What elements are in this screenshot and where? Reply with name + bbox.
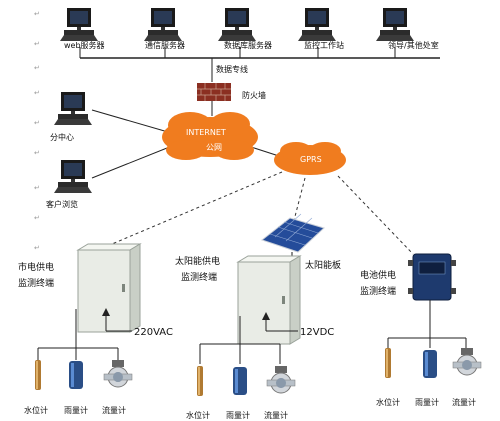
monitor-workstation: 监控工作站: [298, 8, 344, 50]
solar-rain-gauge-label: 雨量计: [226, 410, 250, 420]
firewall-icon: [197, 83, 231, 101]
battery-station-line1: 电池供电: [360, 269, 396, 281]
svg-text:↵: ↵: [34, 119, 40, 127]
flow-meter-icon: [266, 365, 296, 394]
data-bus-label: 数据专线: [216, 64, 248, 74]
server-drops: [79, 47, 396, 82]
svg-text:↵: ↵: [34, 184, 40, 192]
solar-water-level-label: 水位计: [186, 410, 210, 420]
internet-sub-label: 公网: [206, 143, 222, 152]
solar-station-line1: 太阳能供电: [175, 255, 220, 267]
computer-icon: [54, 160, 92, 193]
svg-text:↵: ↵: [34, 244, 40, 252]
db-server: 数据库服务器: [218, 8, 272, 50]
branch-center-label: 分中心: [50, 132, 74, 142]
internet-label: INTERNET: [186, 128, 226, 137]
battery-flow-meter-label: 流量计: [452, 397, 476, 407]
solar-sensor-links: [199, 316, 281, 364]
firewall-label: 防火墙: [242, 90, 266, 100]
rain-gauge-icon: [423, 350, 437, 378]
mains-station-line1: 市电供电: [18, 261, 54, 273]
computer-icon: [218, 8, 256, 41]
solar-voltage-label: 12VDC: [300, 327, 334, 338]
wireless-links: [111, 171, 414, 255]
svg-text:↵: ↵: [34, 214, 40, 222]
control-cabinet-icon: [77, 243, 141, 333]
web-server-label: web服务器: [64, 40, 105, 50]
battery-water-level-label: 水位计: [376, 397, 400, 407]
internet-cloud: INTERNET 公网: [162, 112, 258, 160]
battery-station-line2: 监测终端: [360, 285, 396, 297]
client-browser: 客户浏览: [46, 160, 92, 209]
flow-meter-icon: [103, 359, 133, 388]
svg-text:↵: ↵: [34, 40, 40, 48]
computer-icon: [60, 8, 98, 41]
svg-text:↵: ↵: [34, 89, 40, 97]
flow-meter-icon: [452, 347, 482, 376]
mains-station-line2: 监测终端: [18, 277, 54, 289]
comm-server-label: 通信服务器: [145, 40, 185, 50]
svg-text:↵: ↵: [34, 10, 40, 18]
leader-office: 领导/其他处室: [376, 8, 439, 50]
gprs-label: GPRS: [300, 155, 322, 164]
battery-terminal-icon: [408, 253, 456, 301]
water-level-gauge-icon: [385, 348, 391, 378]
computer-icon: [54, 92, 92, 125]
rain-gauge-icon: [69, 361, 83, 389]
branch-center: 分中心: [50, 92, 92, 142]
mains-flow-meter-label: 流量计: [102, 405, 126, 415]
solar-panel-label: 太阳能板: [305, 259, 341, 271]
mains-voltage-label: 220VAC: [134, 327, 173, 338]
water-level-gauge-icon: [197, 366, 203, 396]
svg-text:↵: ↵: [34, 64, 40, 72]
solar-station: 太阳能供电 监测终端 12VDC 水位计 雨量计 流量计: [175, 255, 334, 420]
db-server-label: 数据库服务器: [224, 40, 272, 50]
solar-flow-meter-label: 流量计: [264, 410, 288, 420]
solar-station-line2: 监测终端: [181, 271, 217, 283]
solar-panel-icon: [260, 213, 325, 258]
gprs-cloud: GPRS: [274, 142, 346, 175]
rain-gauge-icon: [233, 367, 247, 395]
mains-power-arrow: [102, 308, 110, 316]
mains-rain-gauge-label: 雨量计: [64, 405, 88, 415]
computer-icon: [144, 8, 182, 41]
water-level-gauge-icon: [35, 360, 41, 390]
solar-power-arrow: [262, 312, 270, 320]
computer-icon: [298, 8, 336, 41]
leader-office-label: 领导/其他处室: [388, 40, 439, 50]
computer-icon: [376, 8, 414, 41]
mains-sensor-links: [37, 309, 119, 360]
mains-station: 市电供电 监测终端 220VAC 水位计 雨量计 流量计: [18, 243, 173, 415]
battery-rain-gauge-label: 雨量计: [415, 397, 439, 407]
client-browser-label: 客户浏览: [46, 199, 78, 209]
monitor-workstation-label: 监控工作站: [304, 40, 344, 50]
svg-text:↵: ↵: [34, 149, 40, 157]
mains-water-level-label: 水位计: [24, 405, 48, 415]
battery-sensor-links: [387, 300, 467, 348]
paragraph-marks: ↵ ↵ ↵ ↵ ↵ ↵ ↵ ↵ ↵: [34, 10, 40, 252]
comm-server: 通信服务器: [144, 8, 185, 50]
web-server: web服务器: [60, 8, 105, 50]
battery-station: 电池供电 监测终端 水位计 雨量计 流量计: [360, 253, 482, 407]
